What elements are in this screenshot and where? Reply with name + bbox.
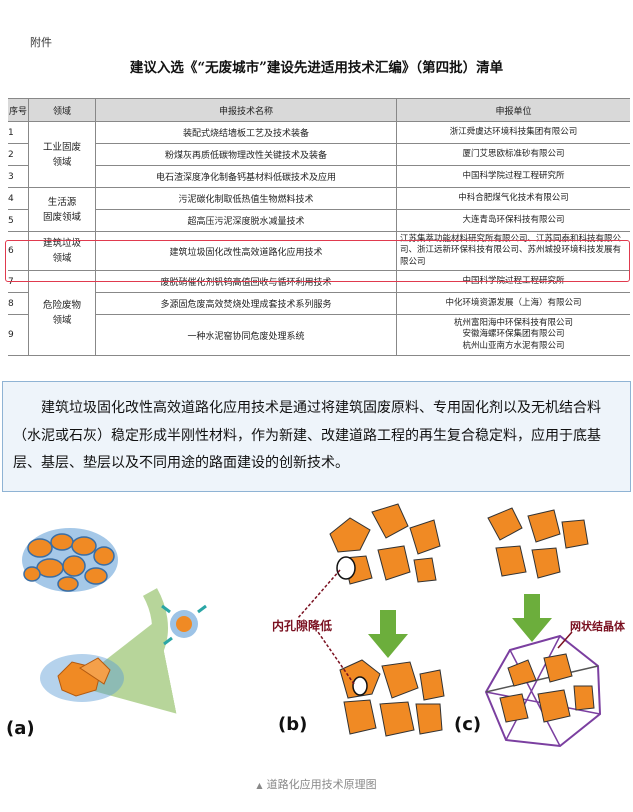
table-row: 1 工业固废 领域 装配式烧结墙板工艺及技术装备 浙江舜虞达环境科技集团有限公司 <box>8 121 630 188</box>
caption-marker: ▲ <box>256 781 263 790</box>
domain-cell-industrial: 工业固废 领域 <box>28 121 96 188</box>
row-number: 6 <box>8 231 29 271</box>
unit-cell: 中科合肥煤气化技术有限公司 <box>396 187 630 210</box>
label-network-crystal: 网状结晶体 <box>570 619 626 633</box>
tech-name-cell: 粉煤灰再质低碳物理改性关键技术及装备 <box>95 143 397 166</box>
panel-label-c: (c) <box>454 714 481 735</box>
domain-cell-construction: 建筑垃圾 领域 <box>28 231 96 271</box>
domain-label: 工业固废 领域 <box>42 141 81 168</box>
technology-list-table: 序号 领域 申报技术名称 申报单位 1 工业固废 领域 装配式烧结墙板工艺及技术… <box>8 98 630 356</box>
down-arrow-c <box>512 594 552 642</box>
unit-cell: 厦门艾思欧标准砂有限公司 <box>396 143 630 166</box>
table-row: 2 粉煤灰再质低碳物理改性关键技术及装备 厦门艾思欧标准砂有限公司 <box>8 143 630 166</box>
panel-c: 网状结晶体 (c) <box>454 507 626 748</box>
row-number: 4 <box>8 187 29 210</box>
network-leader-line <box>557 631 573 649</box>
row-number: 2 <box>8 143 29 166</box>
panel-a: (a) <box>6 528 207 739</box>
unit-cell: 中国科学院过程工程研究所 <box>396 165 630 188</box>
column-header-no: 序号 <box>8 98 29 122</box>
tech-name-cell: 建筑垃圾固化改性高效道路化应用技术 <box>95 231 397 271</box>
document-title: 建议入选《“无废城市”建设先进适用技术汇编》（第四批）清单 <box>129 60 504 76</box>
table-row: 7 危险废物 领域 废脱硝催化剂钒钨高值回收与循环利用技术 中国科学院过程工程研… <box>8 270 630 356</box>
domain-cell-hazardous: 危险废物 领域 <box>28 270 96 356</box>
row-number: 9 <box>8 314 29 356</box>
principle-diagram: (a) 内孔隙降低 (b) <box>6 503 626 748</box>
panel-b: 内孔隙降低 (b) <box>272 503 445 737</box>
unit-cell: 江苏集萃功能材料研究所有限公司、江苏同泰和科技有限公司、浙江远新环保科技有限公司… <box>396 231 630 271</box>
tech-name-cell: 多源固危废高效焚烧处理成套技术系列服务 <box>95 292 397 315</box>
tech-name-cell: 装配式烧结墙板工艺及技术装备 <box>95 121 397 144</box>
row-number: 7 <box>8 270 29 293</box>
stabilized-cluster <box>40 654 124 702</box>
column-header-tech-name: 申报技术名称 <box>95 98 397 122</box>
loose-particles-c <box>487 507 589 579</box>
crystal-network <box>484 634 602 748</box>
unit-cell: 浙江舜虞达环境科技集团有限公司 <box>396 121 630 144</box>
unit-cell: 中国科学院过程工程研究所 <box>396 270 630 293</box>
domain-cell-domestic: 生活源 固废领域 <box>28 187 96 232</box>
pore-leader-line <box>297 569 341 619</box>
description-box: 建筑垃圾固化改性高效道路化应用技术是通过将建筑固废原料、专用固化剂以及无机结合料… <box>2 381 631 492</box>
description-text: 建筑垃圾固化改性高效道路化应用技术是通过将建筑固废原料、专用固化剂以及无机结合料… <box>13 400 601 471</box>
column-header-domain: 领域 <box>28 98 96 122</box>
caption-text: 道路化应用技术原理图 <box>266 778 377 791</box>
domain-label: 生活源 固废领域 <box>42 196 81 223</box>
row-number: 1 <box>8 121 29 144</box>
pore-leader-line-2 <box>317 631 355 685</box>
unit-cell: 中化环境资源发展（上海）有限公司 <box>396 292 630 315</box>
solidifier-particle <box>161 604 207 646</box>
domain-label: 建筑垃圾 领域 <box>42 238 81 264</box>
attachment-label: 附件 <box>30 36 52 49</box>
unit-cell: 杭州富阳海中环保科技有限公司 安徽海螺环保集团有限公司 杭州山亚南方水泥有限公司 <box>396 314 630 356</box>
tech-name-cell: 废脱硝催化剂钒钨高值回收与循环利用技术 <box>95 270 397 293</box>
aggregate-cluster <box>22 528 118 592</box>
table-row: 3 电石渣深度净化制备钙基材料低碳技术及应用 中国科学院过程工程研究所 <box>8 165 630 188</box>
table-row: 9 一种水泥窑协同危废处理系统 杭州富阳海中环保科技有限公司 安徽海螺环保集团有… <box>8 314 630 356</box>
table-row-highlighted: 6 建筑垃圾 领域 建筑垃圾固化改性高效道路化应用技术 江苏集萃功能材料研究所有… <box>8 231 630 271</box>
row-number: 8 <box>8 292 29 315</box>
tech-name-cell: 超高压污泥深度脱水减量技术 <box>95 209 397 232</box>
panel-label-b: (b) <box>278 714 307 735</box>
domain-label: 危险废物 领域 <box>42 300 81 326</box>
table-row: 8 多源固危废高效焚烧处理成套技术系列服务 中化环境资源发展（上海）有限公司 <box>8 292 630 315</box>
compacted-particles <box>339 659 445 737</box>
tech-name-cell: 电石渣深度净化制备钙基材料低碳技术及应用 <box>95 165 397 188</box>
loose-particles <box>329 503 441 585</box>
table-row: 5 超高压污泥深度脱水减量技术 大连青岛环保科技有限公司 <box>8 209 630 232</box>
tech-name-cell: 污泥碳化制取低热值生物燃料技术 <box>95 187 397 210</box>
table-row: 4 生活源 固废领域 污泥碳化制取低热值生物燃料技术 中科合肥煤气化技术有限公司 <box>8 187 630 232</box>
label-pore-reduced: 内孔隙降低 <box>272 618 332 633</box>
row-number: 5 <box>8 209 29 232</box>
unit-cell: 大连青岛环保科技有限公司 <box>396 209 630 232</box>
panel-label-a: (a) <box>6 718 35 739</box>
table-header-row: 序号 领域 申报技术名称 申报单位 <box>8 98 630 122</box>
green-curved-arrow <box>72 588 177 714</box>
down-arrow-b <box>368 610 408 658</box>
column-header-unit: 申报单位 <box>396 98 630 122</box>
figure-caption: ▲道路化应用技术原理图 <box>0 776 633 792</box>
row-number: 3 <box>8 165 29 188</box>
tech-name-cell: 一种水泥窑协同危废处理系统 <box>95 314 397 356</box>
